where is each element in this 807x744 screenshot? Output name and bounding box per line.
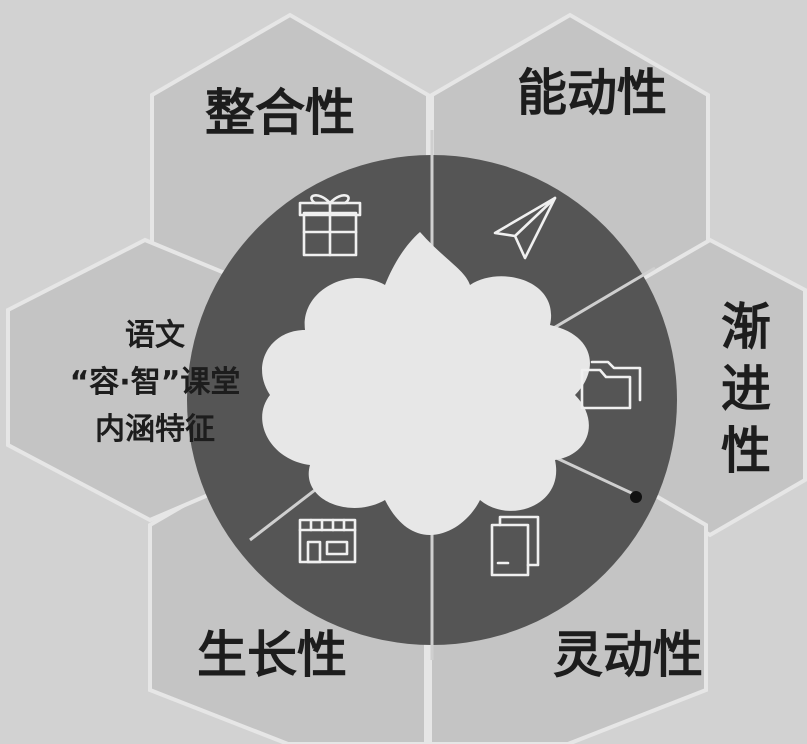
center-title-line-1: 语文 — [125, 318, 185, 353]
documents-icon — [490, 515, 540, 577]
label-progressive: 渐进性 — [713, 300, 771, 486]
paper-plane-icon — [493, 196, 557, 260]
storefront-icon — [298, 518, 357, 564]
center-title-line-2: “容·智”课堂 — [70, 365, 241, 400]
label-growth: 生长性 — [197, 626, 347, 684]
center-flower-shape — [262, 232, 590, 535]
label-integration: 整合性 — [205, 84, 355, 142]
center-title: 语文 “容·智”课堂 内涵特征 — [70, 318, 241, 447]
label-initiative: 能动性 — [517, 64, 667, 122]
center-title-line-3: 内涵特征 — [95, 412, 215, 447]
connector-dot — [630, 491, 642, 503]
gift-icon — [298, 194, 362, 257]
label-flexible: 灵动性 — [553, 626, 703, 684]
folders-icon — [580, 360, 642, 410]
